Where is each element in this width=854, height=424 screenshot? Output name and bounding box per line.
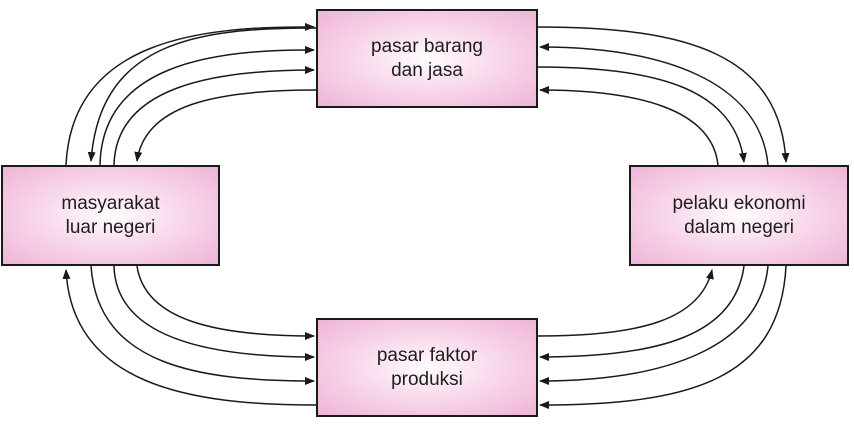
flow-arrow-factor-to-foreign (62, 269, 317, 406)
node-foreign-line2: luar negeri (65, 216, 156, 238)
node-market-production-factors: pasar faktor produksi (316, 318, 538, 417)
flow-arrow-goods-to-foreign (134, 89, 317, 162)
flow-arrow-foreign-to-factor-2 (113, 265, 315, 361)
flow-arrow-foreign-to-goods-2 (99, 45, 315, 166)
flow-arrow-domestic-to-factor-2 (539, 265, 769, 385)
node-market-goods-line2: dan jasa (391, 59, 463, 81)
flow-arrow-foreign-to-factor-3 (90, 265, 315, 385)
node-domestic-line2: dalam negeri (684, 216, 794, 238)
node-market-goods-services: pasar barang dan jasa (316, 9, 538, 108)
node-market-factor-line2: produksi (391, 368, 463, 390)
flow-arrow-foreign-to-goods-3 (113, 66, 315, 166)
node-domestic-economic-actors: pelaku ekonomi dalam negeri (629, 165, 849, 266)
node-foreign-line1: masyarakat (61, 192, 160, 214)
flow-arrow-foreign-to-factor-1 (136, 265, 315, 340)
flow-arrow-goods-to-domestic-2 (537, 66, 747, 163)
flow-arrow-domestic-to-goods-2 (539, 86, 719, 166)
node-market-goods-line1: pasar barang (371, 35, 483, 57)
flow-arrow-goods-to-domestic-1 (537, 26, 790, 163)
flow-arrow-goods-to-foreign-2 (87, 27, 317, 162)
flow-arrow-domestic-to-factor-1 (539, 265, 787, 409)
node-domestic-line1: pelaku ekonomi (672, 192, 806, 214)
node-market-factor-line1: pasar faktor (376, 344, 478, 366)
flow-arrow-domestic-to-factor-3 (539, 265, 745, 361)
flow-arrow-factor-to-domestic (537, 269, 714, 337)
node-foreign-society: masyarakat luar negeri (1, 165, 220, 266)
flow-arrow-domestic-to-goods-1 (539, 43, 769, 166)
flow-arrow-foreign-to-goods-1 (65, 22, 315, 166)
